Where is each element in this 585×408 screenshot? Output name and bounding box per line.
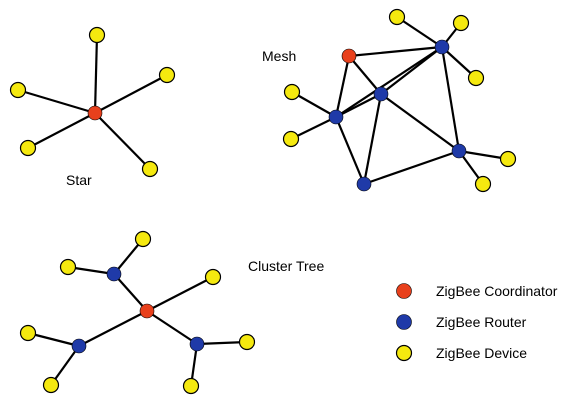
device-node bbox=[141, 160, 159, 178]
coordinator-node bbox=[87, 105, 103, 121]
device-node bbox=[134, 230, 152, 248]
mesh-routers bbox=[328, 39, 467, 192]
cluster-tree-label: Cluster Tree bbox=[248, 258, 324, 274]
coordinator-node bbox=[139, 303, 155, 319]
mesh-link bbox=[335, 46, 443, 118]
device-node bbox=[499, 150, 517, 168]
router-node bbox=[328, 109, 344, 125]
router-node bbox=[451, 143, 467, 159]
device-node bbox=[19, 324, 37, 342]
legend-item-coordinator: ZigBee Coordinator bbox=[396, 283, 558, 299]
mesh-link bbox=[440, 46, 461, 152]
device-node bbox=[388, 8, 406, 26]
mesh-link bbox=[348, 55, 382, 95]
legend: ZigBee Coordinator ZigBee Router ZigBee … bbox=[395, 283, 558, 362]
router-node bbox=[356, 176, 372, 192]
router-node bbox=[106, 266, 122, 282]
star-topology: Star bbox=[9, 26, 176, 188]
tree-link bbox=[146, 276, 214, 312]
legend-label-coordinator: ZigBee Coordinator bbox=[436, 283, 558, 299]
mesh-links bbox=[290, 16, 509, 186]
star-links bbox=[17, 34, 168, 170]
device-node bbox=[238, 333, 256, 351]
mesh-link bbox=[335, 93, 382, 118]
mesh-link bbox=[458, 149, 509, 161]
device-node bbox=[204, 268, 222, 286]
device-node bbox=[88, 26, 106, 44]
device-swatch bbox=[395, 344, 413, 362]
mesh-link bbox=[380, 93, 460, 152]
mesh-link bbox=[334, 116, 366, 185]
device-node bbox=[59, 258, 77, 276]
device-node bbox=[283, 83, 301, 101]
router-swatch bbox=[396, 314, 412, 330]
device-node bbox=[452, 14, 470, 32]
device-node bbox=[182, 377, 200, 395]
legend-item-router: ZigBee Router bbox=[396, 314, 527, 330]
mesh-link bbox=[363, 149, 460, 186]
star-devices bbox=[9, 26, 176, 178]
coordinator-swatch bbox=[396, 283, 412, 299]
device-node bbox=[9, 81, 27, 99]
star-link bbox=[17, 88, 96, 115]
mesh-devices bbox=[282, 8, 517, 193]
mesh-link bbox=[291, 91, 337, 118]
router-node bbox=[71, 338, 87, 354]
device-node bbox=[158, 66, 176, 84]
star-label: Star bbox=[66, 172, 92, 188]
star-link bbox=[93, 34, 99, 114]
cluster-tree-devices bbox=[19, 230, 256, 395]
device-node bbox=[42, 376, 60, 394]
tree-link bbox=[78, 310, 148, 347]
mesh-link bbox=[290, 116, 337, 140]
tree-link bbox=[113, 273, 148, 312]
cluster-tree-topology: Cluster Tree bbox=[19, 230, 324, 395]
tree-link bbox=[146, 310, 198, 345]
mesh-topology: Mesh bbox=[262, 8, 517, 193]
router-node bbox=[434, 39, 450, 55]
device-node bbox=[467, 69, 485, 87]
device-node bbox=[474, 175, 492, 193]
mesh-link bbox=[334, 55, 351, 118]
legend-item-device: ZigBee Device bbox=[395, 344, 527, 362]
star-link bbox=[94, 74, 168, 114]
router-node bbox=[189, 336, 205, 352]
star-link bbox=[94, 112, 151, 170]
mesh-link bbox=[362, 93, 383, 185]
legend-label-device: ZigBee Device bbox=[436, 345, 527, 361]
mesh-link bbox=[348, 45, 443, 58]
mesh-link bbox=[396, 16, 443, 48]
coordinator-node bbox=[341, 48, 357, 64]
device-node bbox=[282, 130, 300, 148]
cluster-tree-routers bbox=[71, 266, 205, 354]
star-link bbox=[27, 112, 96, 149]
router-node bbox=[373, 86, 389, 102]
cluster-tree-links bbox=[27, 238, 248, 387]
device-node bbox=[19, 139, 37, 157]
tree-link bbox=[196, 340, 248, 346]
tree-link bbox=[27, 331, 80, 348]
mesh-label: Mesh bbox=[262, 48, 296, 64]
legend-label-router: ZigBee Router bbox=[436, 314, 527, 330]
